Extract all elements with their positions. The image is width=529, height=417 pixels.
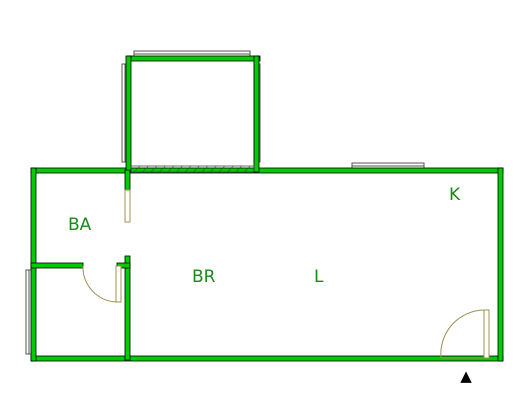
door-bathroom-entry	[124, 189, 131, 223]
balcony-opening	[130, 165, 255, 173]
door-bathroom	[82, 265, 122, 303]
room-label-bathroom: BA	[68, 215, 92, 235]
walls	[30, 55, 504, 362]
doors	[82, 189, 490, 359]
door-entrance	[440, 309, 490, 359]
room-labels: BA BR L K	[68, 185, 461, 287]
room-label-kitchen: K	[449, 185, 461, 205]
windows	[25, 50, 425, 355]
entrance-arrow-icon: ▲	[460, 367, 472, 385]
room-label-bedroom: BR	[192, 267, 216, 287]
room-label-living: L	[314, 267, 324, 287]
